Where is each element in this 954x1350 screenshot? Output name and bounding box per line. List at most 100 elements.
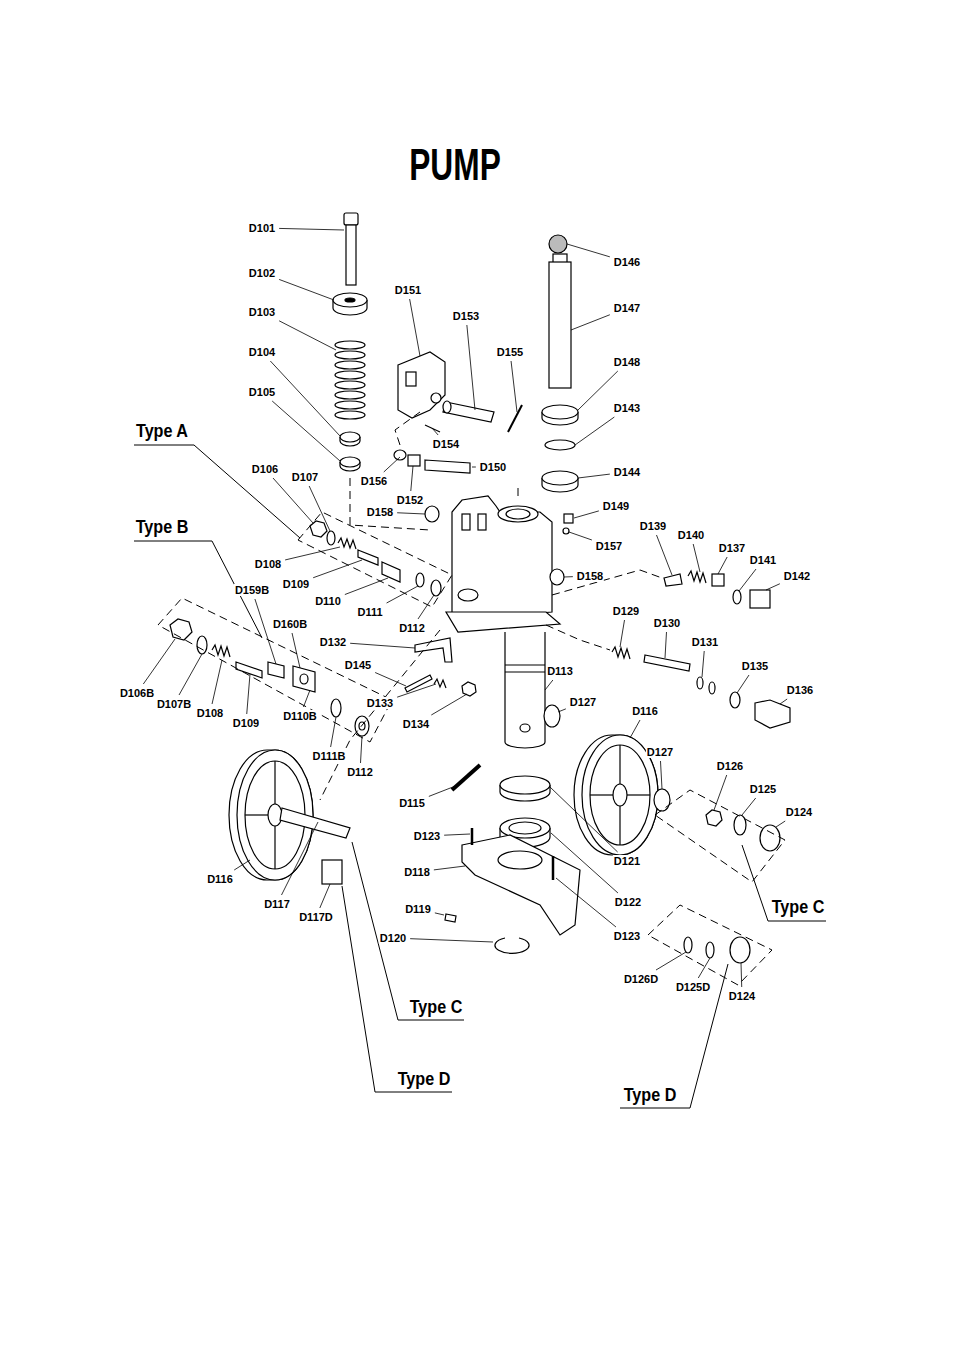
leader-line bbox=[550, 787, 618, 852]
seal bbox=[340, 457, 360, 467]
wheel bbox=[280, 808, 350, 838]
right-hub-parts bbox=[706, 810, 722, 826]
pump-parts bbox=[170, 213, 790, 963]
callout-number: D116 bbox=[631, 705, 659, 717]
release-valve bbox=[462, 682, 476, 696]
callout-number: D150 bbox=[479, 461, 507, 473]
type-box bbox=[298, 512, 452, 607]
callout-number: D115 bbox=[398, 797, 426, 809]
leader-line bbox=[273, 478, 313, 523]
pump-body bbox=[498, 506, 538, 522]
leader-line bbox=[375, 673, 406, 686]
spring bbox=[335, 391, 365, 399]
wheel bbox=[268, 804, 282, 826]
leader-line bbox=[272, 401, 340, 461]
leader-line bbox=[397, 513, 425, 514]
type-label: Type B bbox=[135, 516, 189, 537]
cylinder bbox=[505, 664, 545, 665]
callout-number: D125 bbox=[749, 783, 777, 795]
yoke bbox=[471, 828, 474, 845]
yoke bbox=[498, 851, 542, 869]
leader-line bbox=[279, 228, 344, 230]
leader-line bbox=[741, 963, 743, 987]
valve-a bbox=[358, 550, 378, 565]
callout-number: D136 bbox=[786, 684, 814, 696]
leader-line bbox=[134, 445, 300, 538]
pump-body bbox=[452, 496, 552, 620]
leader-line bbox=[558, 709, 566, 712]
wheel bbox=[322, 860, 342, 884]
dashed-line bbox=[546, 625, 610, 650]
leader-line bbox=[567, 244, 610, 257]
leader-line bbox=[742, 845, 826, 921]
wheel bbox=[619, 745, 620, 784]
leader-line bbox=[660, 761, 662, 789]
callout-number: D116 bbox=[206, 873, 234, 885]
leader-line bbox=[620, 964, 728, 1108]
type-box bbox=[655, 790, 785, 882]
callout-number: D117D bbox=[298, 911, 334, 923]
callout-number: D124 bbox=[728, 990, 756, 1002]
pump-body bbox=[425, 496, 573, 632]
leader-line bbox=[309, 486, 330, 531]
pump-body bbox=[446, 612, 560, 632]
callout-number: D131 bbox=[691, 636, 719, 648]
bearing bbox=[500, 776, 550, 794]
leader-line bbox=[714, 775, 727, 810]
release-valve bbox=[405, 675, 432, 692]
spring bbox=[335, 381, 365, 389]
leader-line bbox=[739, 569, 756, 591]
callout-number: D129 bbox=[612, 605, 640, 617]
pump-body bbox=[550, 569, 564, 585]
wheel bbox=[590, 794, 613, 795]
piston bbox=[542, 405, 578, 419]
piston bbox=[545, 440, 575, 450]
pin bbox=[443, 401, 451, 413]
callout-number: D123 bbox=[613, 930, 641, 942]
valve-b bbox=[170, 619, 369, 736]
yoke bbox=[462, 835, 580, 935]
diagram-title: PUMP bbox=[409, 141, 501, 189]
washer bbox=[333, 293, 367, 307]
leader-line bbox=[384, 457, 400, 472]
callout-number: D127 bbox=[646, 746, 674, 758]
pump-body bbox=[425, 506, 439, 522]
callout-number: D135 bbox=[741, 660, 769, 672]
leader-line bbox=[342, 886, 452, 1092]
yoke bbox=[552, 856, 555, 880]
leader-line bbox=[472, 467, 476, 468]
cylinder bbox=[520, 724, 530, 732]
pin bbox=[425, 460, 470, 473]
pump-body bbox=[462, 514, 470, 530]
callout-number: D127 bbox=[569, 696, 597, 708]
leader-line bbox=[352, 842, 464, 1020]
wheel bbox=[245, 814, 268, 815]
leader-line bbox=[571, 315, 610, 330]
leader-line bbox=[698, 958, 710, 978]
release-valve bbox=[730, 692, 740, 708]
valve-b bbox=[197, 636, 207, 654]
callout-number: D121 bbox=[613, 855, 641, 867]
release-valve bbox=[697, 677, 703, 689]
release-valve bbox=[434, 679, 446, 688]
callout-number: D160B bbox=[272, 618, 308, 630]
leader-line bbox=[279, 279, 334, 300]
callout-number: D137 bbox=[718, 542, 746, 554]
callout-number: D110B bbox=[282, 710, 318, 722]
type-label: Type C bbox=[409, 996, 463, 1017]
callout-number: D104 bbox=[248, 346, 276, 358]
callout-number: D147 bbox=[613, 302, 641, 314]
release-valve bbox=[688, 571, 706, 583]
callout-number: D155 bbox=[496, 346, 524, 358]
type-label: Type A bbox=[135, 420, 189, 441]
leader-line bbox=[212, 660, 222, 704]
callout-number: D102 bbox=[248, 267, 276, 279]
bolt bbox=[344, 213, 358, 225]
leader-line bbox=[397, 684, 436, 697]
callout-number: D110 bbox=[314, 595, 342, 607]
bracket bbox=[398, 352, 445, 432]
leader-line bbox=[279, 321, 336, 350]
leader-line bbox=[656, 952, 686, 970]
dashed-line bbox=[518, 488, 519, 500]
